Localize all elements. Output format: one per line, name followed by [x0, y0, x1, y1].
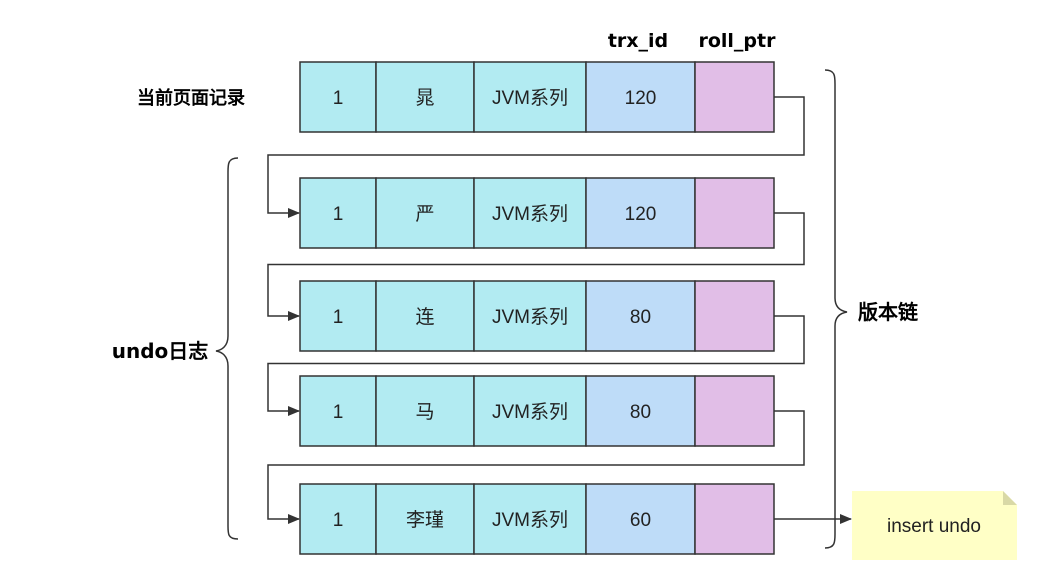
label-version-chain: 版本链 [858, 300, 919, 324]
record-row: 1 连 JVM系列 80 [299, 280, 775, 352]
roll-pointer-arrow [267, 212, 805, 321]
roll-pointer-arrow [267, 96, 805, 218]
cell-id-text: 1 [333, 88, 344, 109]
cell-name: 晁 [375, 61, 475, 133]
cell-course-text: JVM系列 [492, 87, 568, 109]
record-row: 1 严 JVM系列 120 [299, 177, 775, 249]
cell-trx-id: 60 [585, 483, 696, 555]
cell-roll-ptr [694, 280, 775, 352]
roll-pointer-links [267, 96, 852, 524]
cell-id-text: 1 [333, 204, 344, 225]
cell-course: JVM系列 [473, 375, 587, 447]
cell-course-text: JVM系列 [492, 306, 568, 328]
cell-roll-ptr [694, 177, 775, 249]
cell-course: JVM系列 [473, 61, 587, 133]
cell-course-text: JVM系列 [492, 203, 568, 225]
label-undo-log: undo日志 [112, 339, 209, 363]
cell-name: 马 [375, 375, 475, 447]
roll-pointer-arrow [267, 315, 805, 416]
cell-course: JVM系列 [473, 280, 587, 352]
cell-id-text: 1 [333, 402, 344, 423]
cell-name-text: 晁 [415, 87, 434, 109]
cell-trx-id: 120 [585, 177, 696, 249]
cell-name: 严 [375, 177, 475, 249]
cell-roll-ptr [694, 483, 775, 555]
cell-name-text: 严 [415, 204, 434, 225]
cell-id: 1 [299, 280, 377, 352]
cell-trx-id-text: 80 [630, 402, 651, 423]
cell-trx-id-text: 120 [625, 88, 657, 109]
label-current-record: 当前页面记录 [137, 87, 245, 109]
cell-trx-id: 120 [585, 61, 696, 133]
roll-pointer-arrow [267, 410, 805, 524]
cell-trx-id-text: 120 [625, 204, 657, 225]
cell-id: 1 [299, 177, 377, 249]
header-roll-ptr: roll_ptr [698, 30, 776, 52]
undo-log-brace [215, 157, 239, 540]
header-trx-id: trx_id [608, 30, 668, 52]
cell-trx-id: 80 [585, 375, 696, 447]
cell-trx-id: 80 [585, 280, 696, 352]
cell-name-text: 连 [415, 306, 434, 328]
cell-id: 1 [299, 61, 377, 133]
record-row: 1 马 JVM系列 80 [299, 375, 775, 447]
record-row: 1 李瑾 JVM系列 60 [299, 483, 775, 555]
cell-id-text: 1 [333, 307, 344, 328]
insert-undo-note: insert undo [852, 491, 1017, 560]
cell-course-text: JVM系列 [492, 401, 568, 423]
cell-id-text: 1 [333, 510, 344, 531]
cell-name: 连 [375, 280, 475, 352]
cell-name-text: 李瑾 [406, 509, 444, 531]
cell-roll-ptr [694, 61, 775, 133]
insert-undo-text: insert undo [887, 516, 981, 537]
cell-id: 1 [299, 375, 377, 447]
cell-course: JVM系列 [473, 483, 587, 555]
record-rows: 1 晁 JVM系列 120 1 严 JVM系列 120 1 连 JVM系列 80 1 马 JVM系列 80 1 李… [299, 61, 775, 555]
cell-course-text: JVM系列 [492, 509, 568, 531]
record-row: 1 晁 JVM系列 120 [299, 61, 775, 133]
version-chain-brace [824, 69, 848, 549]
cell-name: 李瑾 [375, 483, 475, 555]
cell-trx-id-text: 80 [630, 307, 651, 328]
cell-id: 1 [299, 483, 377, 555]
cell-course: JVM系列 [473, 177, 587, 249]
cell-roll-ptr [694, 375, 775, 447]
cell-name-text: 马 [415, 402, 434, 423]
cell-trx-id-text: 60 [630, 510, 651, 531]
